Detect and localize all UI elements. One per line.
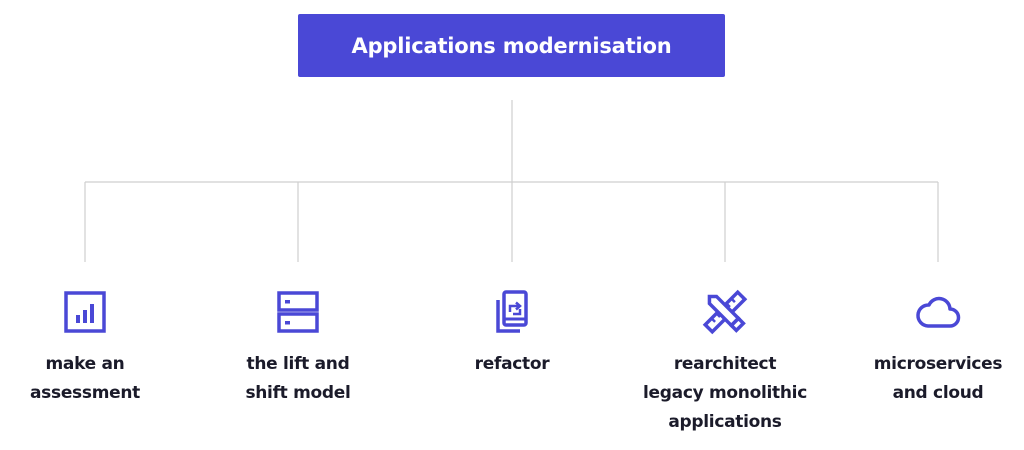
root-node: Applications modernisation bbox=[298, 14, 725, 77]
mobile-refresh-icon bbox=[496, 290, 528, 333]
ruler-pencil-icon bbox=[702, 289, 748, 335]
node-label: microservices and cloud bbox=[873, 350, 1003, 408]
cloud-icon bbox=[916, 296, 961, 328]
node-label: rearchitect legacy monolithic applicatio… bbox=[643, 350, 807, 437]
node-lift-and-shift: the lift and shift model bbox=[198, 288, 398, 408]
node-label-line: the lift and bbox=[246, 354, 350, 374]
node-label: make an assessment bbox=[30, 350, 140, 408]
node-refactor: refactor bbox=[412, 288, 612, 379]
node-label-line: legacy monolithic bbox=[643, 383, 807, 403]
bar-chart-icon bbox=[64, 291, 106, 333]
root-title: Applications modernisation bbox=[351, 33, 672, 58]
node-rearchitect: rearchitect legacy monolithic applicatio… bbox=[625, 288, 825, 437]
node-microservices: microservices and cloud bbox=[838, 288, 1024, 408]
node-label-line: refactor bbox=[474, 354, 550, 374]
node-label-line: rearchitect bbox=[673, 354, 777, 374]
node-label-line: microservices bbox=[873, 354, 1003, 374]
node-label-line: make an bbox=[45, 354, 125, 374]
node-label: refactor bbox=[475, 350, 550, 379]
node-label-line: assessment bbox=[30, 383, 140, 403]
server-stack-icon bbox=[277, 291, 319, 333]
node-label: the lift and shift model bbox=[245, 350, 350, 408]
node-label-line: and cloud bbox=[892, 383, 984, 403]
node-label-line: applications bbox=[668, 412, 782, 432]
node-label-line: shift model bbox=[245, 383, 351, 403]
node-assessment: make an assessment bbox=[0, 288, 185, 408]
